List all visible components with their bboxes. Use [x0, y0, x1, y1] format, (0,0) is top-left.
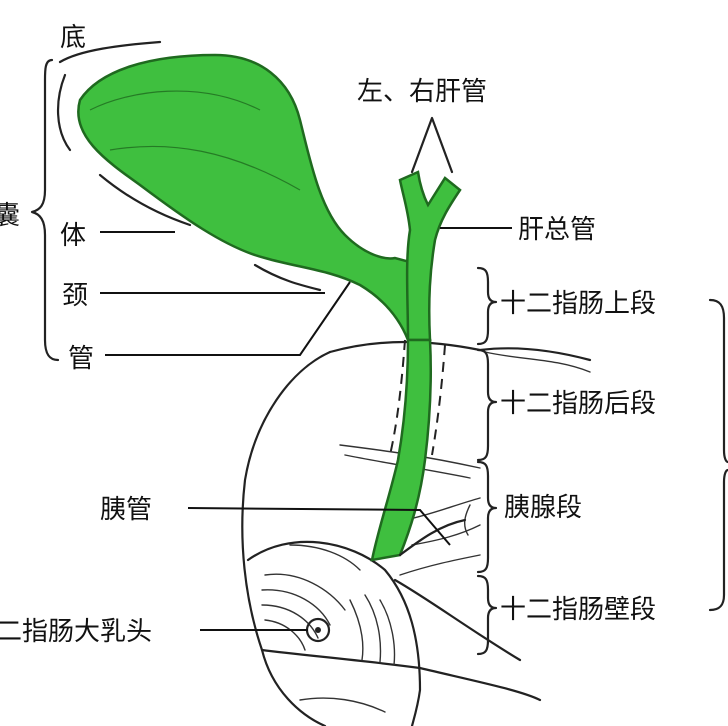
label-neck: 颈 [62, 281, 88, 311]
common-bile-duct-bracket [708, 298, 728, 612]
duodenum-lumen-edge [246, 540, 422, 726]
supraduodenal-bracket [476, 266, 498, 346]
gallbladder-bracket [30, 58, 60, 362]
label-fundus: 底 [60, 23, 86, 53]
label-pancreatic-duct: 胰管 [100, 495, 152, 525]
label-common-hepatic-duct: 肝总管 [518, 215, 596, 245]
pancreatic-duct-leader [187, 507, 451, 546]
label-body: 体 [60, 221, 86, 251]
label-retroduodenal: 十二指肠后段 [500, 389, 656, 419]
duodenum-upper-edge [328, 340, 592, 362]
label-supraduodenal: 十二指肠上段 [500, 289, 656, 319]
retroduodenal-bracket [476, 348, 498, 462]
label-pancreatic-segment: 胰腺段 [504, 493, 582, 523]
label-hepatic-ducts: 左、右肝管 [357, 77, 487, 107]
label-intramural: 十二指肠壁段 [500, 595, 656, 625]
label-major-papilla: 二指肠大乳头 [0, 617, 152, 647]
duodenum-outer-wall [241, 350, 332, 726]
hepatic-ducts-shape [398, 170, 462, 342]
intramural-bracket [476, 574, 498, 656]
fundus-bracket [58, 40, 162, 64]
duct-leader [105, 281, 351, 356]
pancreatic-bracket [476, 460, 498, 574]
pancreatic-duct-line [398, 518, 467, 557]
label-gallbladder: 囊 [0, 201, 20, 231]
label-cystic-duct: 管 [68, 344, 94, 374]
common-bile-duct-shape [370, 338, 433, 562]
hepatic-ducts-arrow [410, 116, 454, 174]
